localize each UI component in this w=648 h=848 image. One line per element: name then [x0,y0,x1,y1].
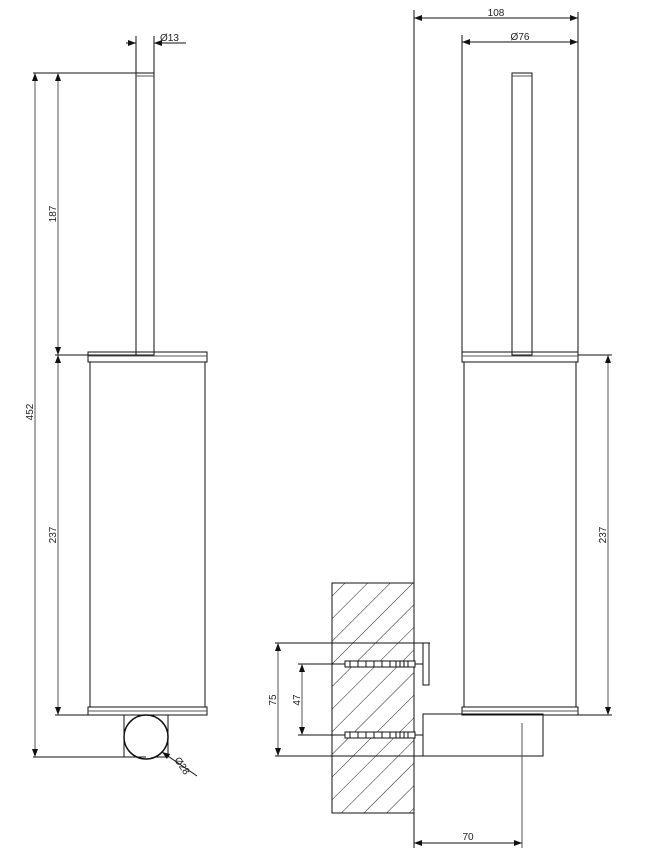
side-view: 108 Ø76 237 75 47 70 [268,8,612,848]
front-view: Ø13 452 187 237 Ø28 [25,33,208,778]
container-body [89,361,206,708]
container-body-side [463,361,577,708]
brush-handle [135,72,155,356]
dim-wall-to-axis: 70 [462,832,474,843]
wall-screw [344,660,423,668]
brush-handle-side [511,72,533,356]
dim-overall-height: 452 [25,403,36,420]
container-lid [87,351,208,363]
dim-overall-depth: 108 [488,8,505,19]
dim-handle-diameter: Ø13 [160,33,179,44]
dim-handle-length: 187 [48,205,59,222]
dim-container-height-side: 237 [598,526,609,543]
container-lid-side [461,351,579,363]
wall-section [331,582,415,814]
wall-screw [344,731,423,739]
dim-bracket-diameter: Ø28 [172,755,192,777]
dim-container-diameter: Ø76 [511,32,530,43]
dim-container-height: 237 [48,526,59,543]
bracket-arm [422,713,544,757]
dim-screw-spacing: 47 [292,694,303,706]
dim-plate-height: 75 [268,694,279,706]
bracket-tube [123,714,169,760]
wall-plate [422,642,430,686]
